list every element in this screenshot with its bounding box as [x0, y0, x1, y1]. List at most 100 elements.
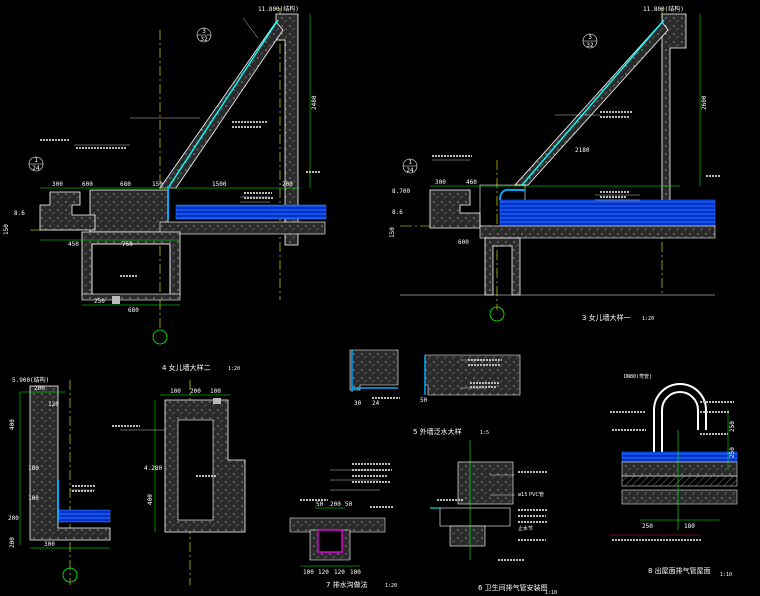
dim-text: 300 [52, 181, 63, 188]
dim-text: 200 [8, 515, 19, 522]
dim-text: 750 [122, 241, 133, 248]
detail-title: 7 排水沟做法 [326, 580, 368, 589]
bubble-number: 1 [34, 157, 38, 164]
dim-text: 300 [435, 179, 446, 186]
waterproof-layer [499, 199, 716, 227]
gutter-edge [429, 189, 481, 229]
dim-text: 300 [44, 541, 55, 548]
dim-text: 30 [354, 400, 362, 407]
waterproof-layer [175, 204, 327, 220]
note-text: 止水节 [518, 525, 533, 532]
note-text: DN80(弯管) [624, 373, 652, 380]
detail-1-parapet-section: 3 32 1 24 11.800(结构) 8.6 150 2480 300 60… [3, 5, 327, 345]
detail-bubble-top-1: 3 32 [196, 27, 212, 43]
grid-bubble [489, 306, 505, 322]
dim-text: 680 [128, 307, 139, 314]
floor-slab [479, 225, 716, 239]
leader-line [242, 17, 259, 39]
annotation-strokes [40, 111, 734, 561]
elevation-label: 11.800(结构) [258, 5, 299, 13]
roof-slab [621, 461, 738, 477]
insulation [621, 475, 738, 487]
detail-scale: 1:20 [228, 366, 240, 372]
detail-scale: 1:20 [642, 316, 654, 322]
detail-tank-section: 100 200 100 4.280 400 [120, 380, 246, 585]
elevation-label: 8.700 [392, 188, 410, 195]
dim-text: 150 [152, 181, 163, 188]
detail-title: 8 出屋面排气管屋面 [648, 566, 711, 575]
floor-slab [159, 221, 326, 235]
dim-text: 150 [389, 227, 396, 238]
dim-text: 180 [28, 465, 39, 472]
dim-text: 100 [350, 569, 361, 576]
detail-bubble-left-1: 1 24 [28, 156, 44, 172]
elevation-label: 11.800(结构) [643, 5, 684, 13]
dim-text: 250 [729, 447, 736, 458]
trench-liner [317, 529, 343, 553]
dim-text: 100 [303, 569, 314, 576]
detail-bubble-top-3: 3 32 [582, 33, 598, 49]
dim-text: 24 [372, 400, 380, 407]
detail-5-flashing: 30 24 50 5 外墙泛水大样 1:5 [349, 349, 521, 436]
wall-block [457, 461, 514, 505]
dim-text: 100 [28, 495, 39, 502]
waterproof-layer [621, 451, 738, 463]
anchor [213, 398, 221, 404]
dim-text: 680 [120, 181, 131, 188]
dim-text: 180 [684, 523, 695, 530]
dim-text: 2180 [575, 147, 590, 154]
bubble-sheet: 32 [586, 42, 594, 49]
bubble-number: 3 [202, 28, 206, 35]
elevation-label: 8.6 [14, 210, 25, 217]
detail-scale: 1:10 [720, 572, 732, 578]
structural-slab [621, 489, 738, 505]
bubble-number: 1 [408, 159, 412, 166]
grid-bubble [152, 329, 168, 345]
detail-bubble-left-3: 1 24 [402, 158, 418, 174]
detail-scale: 1:20 [385, 583, 397, 589]
dim-text: 120 [48, 401, 59, 408]
sloped-slab [159, 21, 284, 189]
detail-7-drain-trench: 50 200 50 100 120 120 100 7 排水沟做法 1:20 [289, 469, 397, 589]
dim-text: 250 [729, 421, 736, 432]
detail-6-vent-pipe: ø15 PVC管 止水节 6 卫生间排气管安装图 1:10 [430, 440, 557, 596]
gutter-membrane [499, 188, 525, 201]
detail-title: 4 女儿墙大样二 [162, 363, 211, 372]
detail-8-roof-vent: DN80(弯管) 250 180 250 250 8 出屋面排气管屋面 1:10 [610, 373, 738, 578]
detail-title: 6 卫生间排气管安装图 [478, 583, 548, 592]
sloped-membrane [521, 19, 665, 186]
elevation-label: 8.6 [392, 209, 403, 216]
detail-scale: 1:10 [545, 590, 557, 596]
dim-text: 1500 [212, 181, 227, 188]
gutter-edge [39, 191, 96, 231]
tank-bottom [81, 293, 181, 301]
tank-void [177, 419, 214, 521]
grid-bubble [62, 567, 78, 583]
sloped-membrane [167, 19, 279, 189]
dim-text: 250 [94, 298, 105, 305]
dim-text: 100 [170, 388, 181, 395]
bubble-sheet: 24 [406, 167, 414, 174]
dim-text: 150 [3, 224, 10, 235]
duct-box [439, 507, 511, 527]
vent-pipe-inner [655, 385, 705, 460]
dim-text: 600 [458, 239, 469, 246]
parapet-wall [29, 385, 111, 541]
dim-text: 50 [345, 501, 353, 508]
drain-outlet [112, 296, 120, 304]
dim-text: 2480 [311, 95, 318, 110]
dim-text: 600 [82, 181, 93, 188]
dim-text: 200 [9, 537, 16, 548]
lower-beam [484, 237, 521, 296]
elevation-label: 5.900(结构) [12, 376, 49, 384]
dim-text: 200 [190, 388, 201, 395]
wall-section [349, 349, 399, 391]
dim-text: 50 [420, 397, 428, 404]
waterproof-layer [57, 509, 111, 523]
pipe-sleeve [449, 525, 486, 547]
tank-void [91, 243, 171, 297]
bubble-sheet: 24 [32, 165, 40, 172]
bubble-sheet: 32 [200, 36, 208, 43]
